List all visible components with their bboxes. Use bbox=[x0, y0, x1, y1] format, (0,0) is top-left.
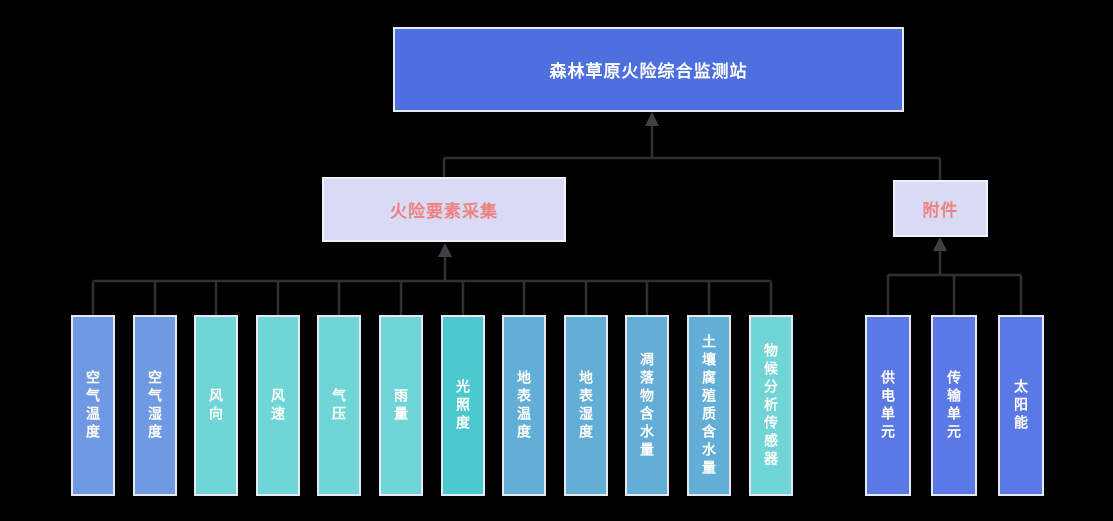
node-air-humidity: 空气湿度 bbox=[133, 315, 177, 496]
node-air-temperature-label: 空气温度 bbox=[85, 369, 101, 442]
node-phenology-sensor-label: 物候分析传感器 bbox=[763, 342, 779, 469]
node-soil-humus-moisture-label: 土壤腐殖质含水量 bbox=[701, 333, 717, 478]
node-branch-accessories-label: 附件 bbox=[922, 201, 959, 220]
node-branch-fire-elements: 火险要素采集 bbox=[322, 177, 566, 242]
node-illuminance: 光照度 bbox=[441, 315, 485, 496]
node-solar-energy: 太阳能 bbox=[998, 315, 1044, 496]
node-wind-speed: 风速 bbox=[256, 315, 300, 496]
node-surface-humidity-label: 地表湿度 bbox=[578, 369, 594, 442]
node-branch-accessories: 附件 bbox=[893, 180, 988, 237]
node-rainfall: 雨量 bbox=[379, 315, 423, 496]
node-surface-humidity: 地表湿度 bbox=[564, 315, 608, 496]
node-wind-direction: 风向 bbox=[194, 315, 238, 496]
node-phenology-sensor: 物候分析传感器 bbox=[749, 315, 793, 496]
node-soil-humus-moisture: 土壤腐殖质含水量 bbox=[687, 315, 731, 496]
node-litter-moisture: 凋落物含水量 bbox=[625, 315, 669, 496]
node-illuminance-label: 光照度 bbox=[455, 378, 471, 433]
node-power-unit: 供电单元 bbox=[865, 315, 911, 496]
node-power-unit-label: 供电单元 bbox=[880, 369, 896, 442]
node-transmission-unit: 传输单元 bbox=[931, 315, 977, 496]
node-branch-fire-elements-label: 火险要素采集 bbox=[390, 202, 498, 221]
node-air-pressure-label: 气压 bbox=[331, 387, 347, 424]
node-wind-direction-label: 风向 bbox=[208, 387, 224, 424]
node-rainfall-label: 雨量 bbox=[393, 387, 409, 424]
node-solar-energy-label: 太阳能 bbox=[1013, 378, 1029, 433]
node-air-pressure: 气压 bbox=[317, 315, 361, 496]
node-root-label: 森林草原火险综合监测站 bbox=[549, 62, 748, 81]
node-wind-speed-label: 风速 bbox=[270, 387, 286, 424]
node-air-humidity-label: 空气湿度 bbox=[147, 369, 163, 442]
node-transmission-unit-label: 传输单元 bbox=[946, 369, 962, 442]
node-surface-temperature-label: 地表温度 bbox=[516, 369, 532, 442]
node-litter-moisture-label: 凋落物含水量 bbox=[639, 351, 655, 460]
node-surface-temperature: 地表温度 bbox=[502, 315, 546, 496]
node-air-temperature: 空气温度 bbox=[71, 315, 115, 496]
node-root: 森林草原火险综合监测站 bbox=[393, 27, 904, 112]
